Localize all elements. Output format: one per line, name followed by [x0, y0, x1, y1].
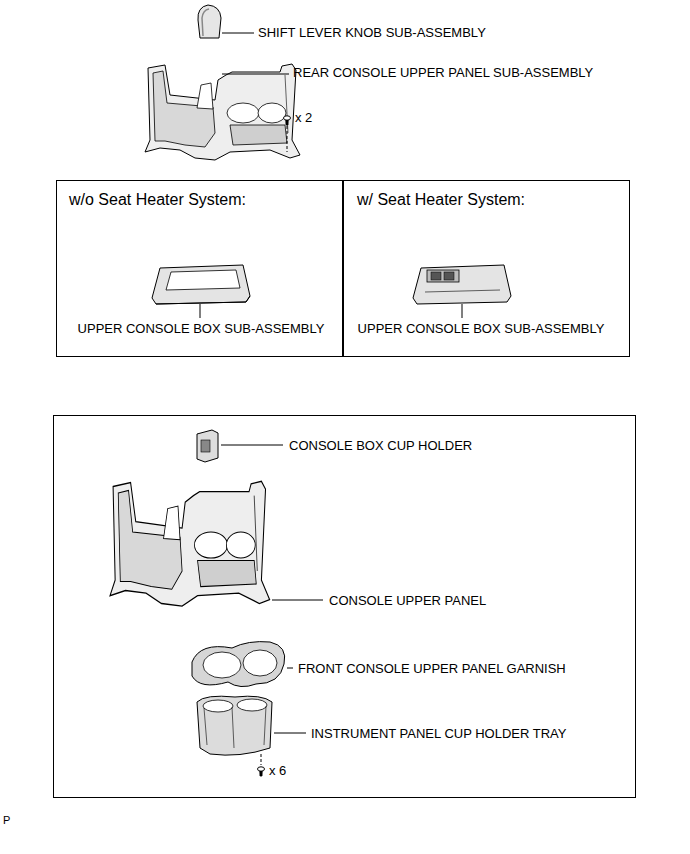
quantity-label: x 6 — [269, 764, 286, 779]
part-label: FRONT CONSOLE UPPER PANEL GARNISH — [298, 662, 566, 677]
variant-panel: w/ Seat Heater System: UPPER CONSOLE BOX … — [343, 180, 630, 357]
part-label: UPPER CONSOLE BOX SUB-ASSEMBLY — [78, 322, 325, 337]
part-label: UPPER CONSOLE BOX SUB-ASSEMBLY — [358, 322, 605, 337]
part-label: INSTRUMENT PANEL CUP HOLDER TRAY — [311, 727, 566, 742]
parts-group-box: CONSOLE BOX CUP HOLDER CONSOLE UPPER PANE… — [53, 415, 636, 798]
knob-figure — [198, 5, 254, 38]
part-label: SHIFT LEVER KNOB SUB-ASSEMBLY — [258, 26, 486, 41]
rear-console-figure — [145, 64, 300, 160]
system-heading: w/ Seat Heater System: — [357, 191, 525, 209]
figure-code: P — [3, 814, 10, 827]
console-upper-panel-figure — [110, 481, 323, 606]
console-box-figure — [152, 265, 250, 318]
variant-panel: w/o Seat Heater System: UPPER CONSOLE BOX… — [56, 180, 343, 357]
console-box-heater-figure — [413, 265, 511, 318]
tray-figure — [197, 696, 306, 776]
garnish-figure — [192, 642, 293, 687]
part-label: REAR CONSOLE UPPER PANEL SUB-ASSEMBLY — [293, 66, 593, 81]
quantity-label: x 2 — [295, 111, 312, 126]
part-label: CONSOLE BOX CUP HOLDER — [289, 439, 472, 454]
system-heading: w/o Seat Heater System: — [69, 191, 246, 209]
part-label: CONSOLE UPPER PANEL — [329, 594, 486, 609]
cup-holder-figure — [197, 430, 283, 462]
